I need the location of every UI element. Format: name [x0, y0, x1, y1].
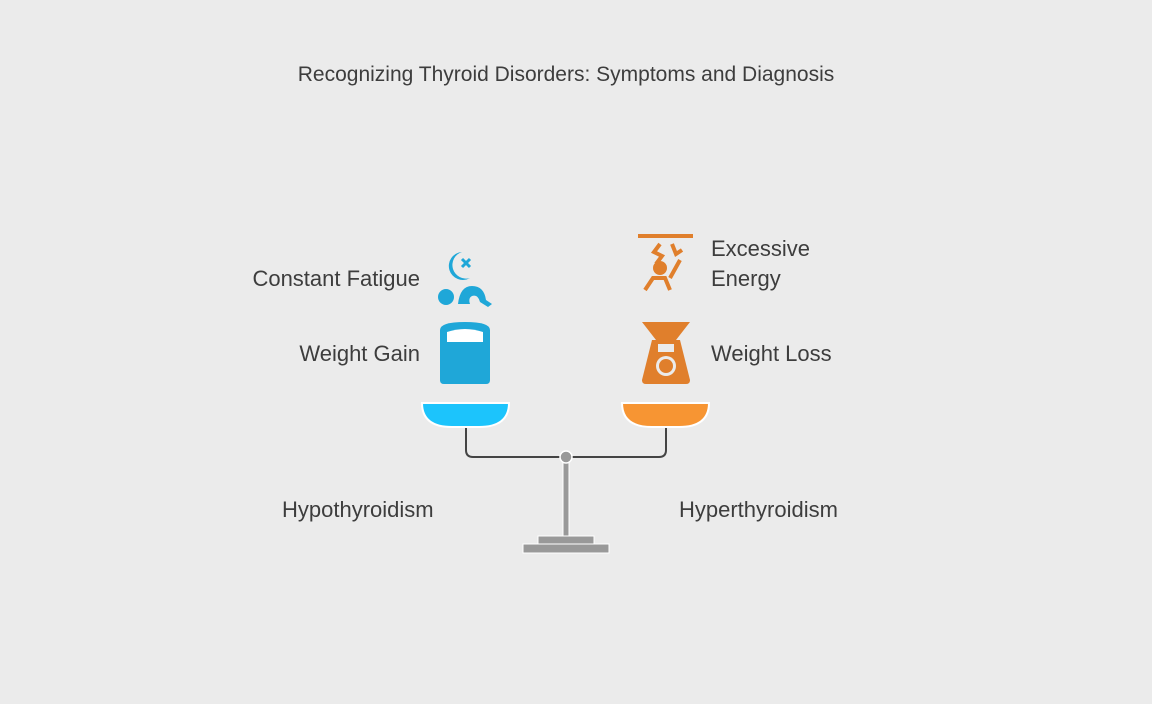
kitchen-scale-icon — [642, 322, 690, 384]
symptom-excessive-energy-line1: Excessive — [711, 236, 811, 261]
scale-base-top — [537, 535, 595, 545]
symptom-weight-gain: Weight Gain — [299, 341, 420, 366]
symptom-constant-fatigue: Constant Fatigue — [252, 266, 420, 291]
label-hyperthyroidism: Hyperthyroidism — [679, 497, 838, 522]
scale-base-bottom — [522, 543, 610, 554]
fatigue-icon — [438, 252, 492, 307]
diagram-title: Recognizing Thyroid Disorders: Symptoms … — [297, 63, 835, 86]
right-pan — [620, 402, 711, 428]
bathroom-scale-icon — [440, 322, 490, 384]
left-pan — [420, 402, 511, 428]
label-hypothyroidism: Hypothyroidism — [282, 497, 434, 522]
symptom-excessive-energy-line2: Energy — [711, 266, 781, 291]
symptom-weight-loss: Weight Loss — [711, 341, 832, 366]
scale-pivot — [559, 450, 573, 464]
scale-pole — [562, 457, 570, 539]
energy-icon — [638, 234, 693, 292]
